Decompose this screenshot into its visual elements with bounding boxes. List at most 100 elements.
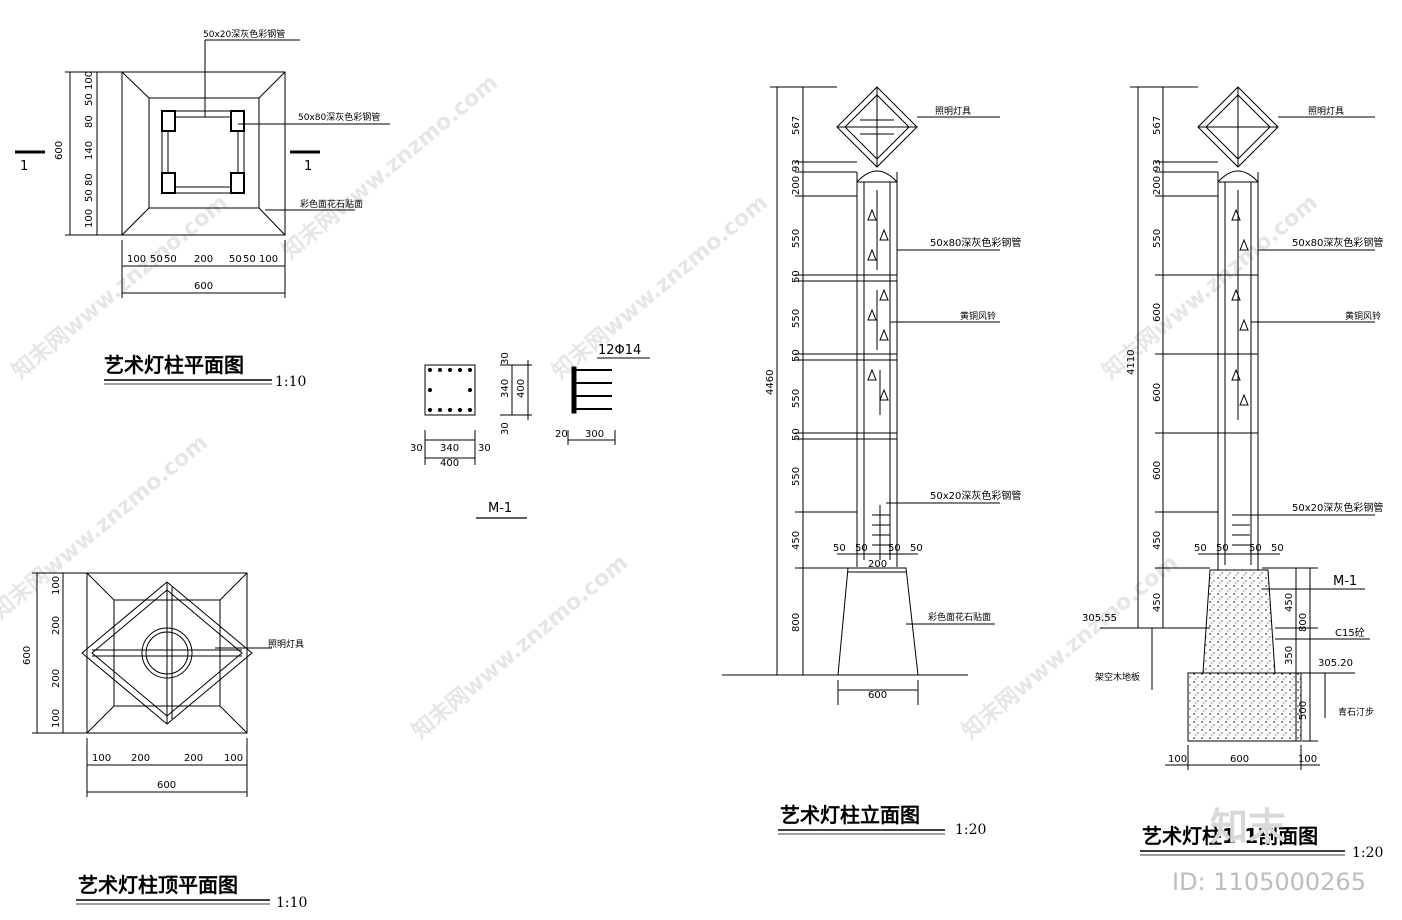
plan-view-text: 50x20深灰色彩钢管 50x80深灰色彩钢管 彩色面花石贴面 1 1 600 …	[20, 28, 380, 390]
top-plan-dim-v: 100	[51, 576, 62, 595]
sec-dim: 450	[1152, 593, 1163, 612]
plan-dim-v: 100	[84, 71, 95, 90]
top-plan-dim-h: 100	[224, 753, 243, 764]
sec-footing-dim: 500	[1298, 701, 1309, 720]
sec-dim: 200	[1152, 176, 1163, 195]
section-view	[1100, 86, 1375, 770]
m1-rebar-label: 12Φ14	[598, 343, 641, 358]
m1-detail-text: 12Φ14 30 340 30 400 30 340 30 400 20 300…	[410, 343, 641, 519]
top-plan-dim-v: 200	[51, 669, 62, 688]
plan-dim-v: 50	[84, 189, 95, 202]
plan-dim-h: 200	[194, 254, 213, 265]
top-plan-view	[32, 572, 272, 797]
sec-dim-bottom: 50	[1271, 543, 1284, 554]
sec-dim-footing: 600	[1230, 754, 1249, 765]
elev-dim: 550	[791, 467, 802, 486]
elev-dim: 200	[791, 176, 802, 195]
sec-dim-footing-left: 100	[1168, 754, 1187, 765]
elev-dim: 550	[791, 309, 802, 328]
top-plan-dim-v: 200	[51, 616, 62, 635]
m1-dim: 30	[478, 443, 491, 454]
sec-dim-footing-right: 100	[1298, 754, 1317, 765]
top-plan-dim-total-v: 600	[22, 646, 33, 665]
m1-dim: 20	[555, 429, 568, 440]
plan-label-stone-facing: 彩色面花石贴面	[300, 198, 363, 210]
elev-label-tube-50x80: 50x80深灰色彩钢管	[930, 236, 1021, 249]
sec-level-right: 305.20	[1318, 658, 1353, 669]
section-scale: 1:20	[1352, 845, 1383, 861]
sec-label-deck: 架空木地板	[1095, 671, 1140, 683]
sec-dim: 550	[1152, 229, 1163, 248]
top-plan-title: 艺术灯柱顶平面图	[78, 873, 238, 897]
sec-label-c15: C15砼	[1335, 626, 1365, 639]
sec-dim-bottom: 50	[1249, 543, 1262, 554]
sec-footing-dim: 450	[1284, 593, 1295, 612]
sec-dim: 93	[1152, 159, 1163, 172]
elevation-view	[722, 86, 1000, 705]
elevation-scale: 1:20	[955, 822, 986, 838]
elev-dim-bottom: 50	[833, 543, 846, 554]
plan-view	[15, 39, 390, 298]
sec-footing-dim: 350	[1284, 646, 1295, 665]
elev-dim: 50	[791, 349, 802, 362]
watermark-text: 知末网www.znzmo.com	[957, 549, 1183, 744]
elev-dim-base: 600	[868, 690, 887, 701]
sec-dim-bottom: 50	[1216, 543, 1229, 554]
m1-dim: 30	[410, 443, 423, 454]
section-text: 照明灯具 50x80深灰色彩钢管 黄铜风铃 50x20深灰色彩钢管 M-1 C1…	[1082, 106, 1383, 861]
elev-label-bells: 黄铜风铃	[960, 310, 996, 322]
section-mark-left: 1	[20, 159, 28, 174]
plan-scale: 1:10	[275, 374, 306, 390]
sec-label-m1: M-1	[1333, 574, 1357, 589]
sec-dim: 567	[1152, 116, 1163, 135]
elev-label-light: 照明灯具	[935, 106, 971, 117]
sec-level-left: 305.55	[1082, 613, 1117, 624]
top-plan-text: 照明灯具 600 100 200 200 100 100 200 200 100…	[22, 576, 307, 911]
top-plan-dim-h: 100	[92, 753, 111, 764]
elev-dim-total: 4460	[765, 370, 776, 395]
elev-dim-bottom: 200	[868, 559, 887, 570]
sec-label-bells: 黄铜风铃	[1345, 310, 1381, 322]
sec-dim: 600	[1152, 383, 1163, 402]
plan-dim-v: 100	[84, 209, 95, 228]
top-plan-dim-total-h: 600	[157, 780, 176, 791]
m1-dim: 340	[500, 379, 511, 398]
plan-dim-h: 50	[243, 254, 256, 265]
sec-label-light: 照明灯具	[1308, 106, 1344, 117]
top-plan-label-light: 照明灯具	[268, 639, 304, 650]
elev-dim: 93	[791, 159, 802, 172]
sec-label-stepping-stone: 青石汀步	[1338, 706, 1374, 718]
m1-dim: 400	[440, 458, 459, 469]
m1-title: M-1	[488, 501, 512, 516]
sec-dim: 450	[1152, 531, 1163, 550]
plan-dim-h: 50	[150, 254, 163, 265]
watermarks: 知末网www.znzmo.com 知末网www.znzmo.com 知末网www…	[0, 69, 1323, 744]
watermark-text: 知末网www.znzmo.com	[407, 549, 633, 744]
sec-dim-bottom: 50	[1194, 543, 1207, 554]
plan-dim-h: 100	[259, 254, 278, 265]
sec-dim: 600	[1152, 461, 1163, 480]
m1-dim: 400	[516, 379, 527, 398]
top-plan-dim-h: 200	[184, 753, 203, 764]
elev-dim: 567	[791, 116, 802, 135]
elev-label-tube-50x20: 50x20深灰色彩钢管	[930, 489, 1021, 502]
elev-dim: 50	[791, 270, 802, 283]
plan-dim-h: 50	[164, 254, 177, 265]
plan-dim-total-h: 600	[194, 281, 213, 292]
plan-label-tube-50x20: 50x20深灰色彩钢管	[203, 28, 285, 40]
m1-dim: 30	[500, 352, 511, 365]
watermark-text: 知末网www.znzmo.com	[0, 429, 213, 624]
elev-dim-bottom: 50	[910, 543, 923, 554]
elev-dim-bottom: 50	[855, 543, 868, 554]
sec-label-tube-50x80: 50x80深灰色彩钢管	[1292, 236, 1383, 249]
plan-dim-total-v: 600	[54, 141, 65, 160]
plan-title: 艺术灯柱平面图	[104, 353, 244, 377]
elev-label-stone: 彩色面花石贴面	[928, 611, 991, 623]
elev-dim: 450	[791, 531, 802, 550]
elevation-text: 照明灯具 50x80深灰色彩钢管 黄铜风铃 50x20深灰色彩钢管 彩色面花石贴…	[765, 106, 1021, 838]
sec-footing-dim: 800	[1298, 613, 1309, 632]
watermark-text: 知末网www.znzmo.com	[547, 189, 773, 384]
section-mark-right: 1	[304, 159, 312, 174]
top-plan-dim-v: 100	[51, 709, 62, 728]
